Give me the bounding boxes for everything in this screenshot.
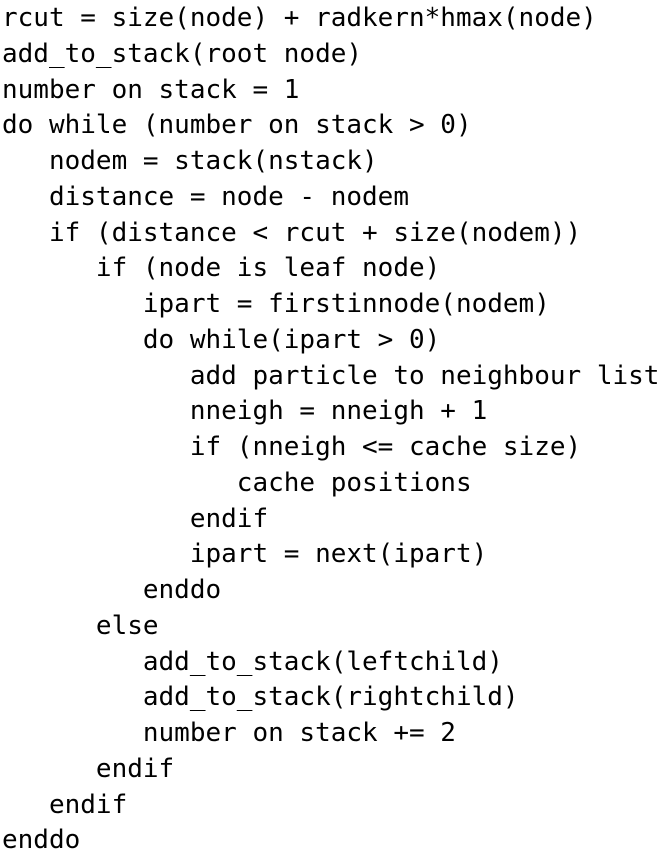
code-line: else — [2, 610, 159, 641]
code-line: add particle to neighbour list — [2, 360, 660, 391]
code-line: enddo — [2, 825, 81, 856]
code-line: enddo — [2, 575, 222, 605]
code-line: distance = node - nodem — [2, 181, 409, 212]
code-line: number on stack = 1 — [2, 74, 300, 105]
code-line: ipart = next(ipart) — [2, 539, 488, 570]
code-line: endif — [2, 753, 175, 784]
code-line: add_to_stack(root node) — [2, 38, 363, 69]
code-line: do while (number on stack > 0) — [2, 110, 472, 141]
code-line: endif — [2, 503, 269, 534]
code-line: if (nneigh <= cache size) — [2, 432, 582, 462]
code-line: nodem = stack(nstack) — [2, 146, 378, 176]
code-line: if (node is leaf node) — [2, 253, 441, 284]
code-line: cache positions — [2, 467, 472, 498]
code-line: if (distance < rcut + size(nodem)) — [2, 217, 582, 248]
code-line: ipart = firstinnode(nodem) — [2, 289, 550, 319]
code-line: add_to_stack(leftchild) — [2, 646, 503, 677]
code-line: endif — [2, 789, 128, 820]
code-line: add_to_stack(rightchild) — [2, 682, 519, 713]
code-line: rcut = size(node) + radkern*hmax(node) — [2, 3, 597, 33]
code-line: do while(ipart > 0) — [2, 324, 441, 355]
code-line: number on stack += 2 — [2, 718, 456, 748]
code-line: nneigh = nneigh + 1 — [2, 396, 488, 427]
